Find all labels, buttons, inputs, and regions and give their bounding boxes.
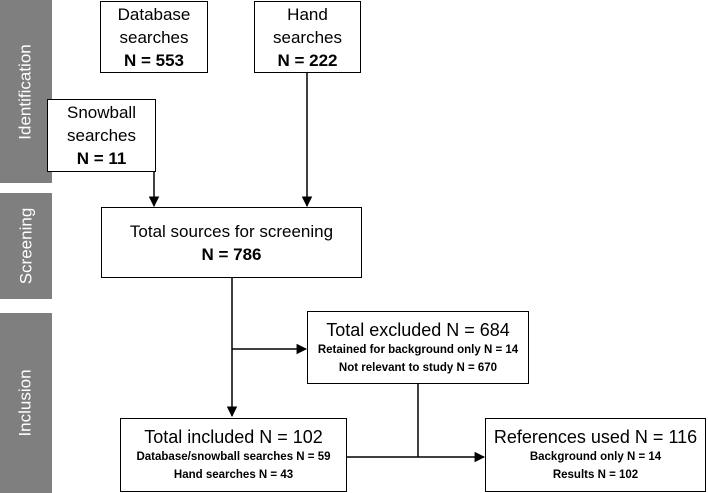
excluded-title: Total excluded N = 684 xyxy=(326,319,510,340)
box-snowball-searches: Snowball searches N = 11 xyxy=(47,99,156,172)
hand-line1: Hand xyxy=(287,4,328,24)
references-line1: Background only N = 14 xyxy=(529,451,662,463)
snowball-line1: Snowball xyxy=(67,103,136,122)
database-line1: Database xyxy=(117,4,191,24)
included-title: Total included N = 102 xyxy=(144,427,323,447)
box-total-excluded: Total excluded N = 684 Retained for back… xyxy=(307,311,529,384)
phase-inclusion: Inclusion xyxy=(0,313,52,493)
excluded-line2: Not relevant to study N = 670 xyxy=(338,361,498,374)
screening-title: Total sources for screening xyxy=(129,221,334,241)
hand-line2: searches xyxy=(273,27,342,47)
references-line2: Results N = 102 xyxy=(552,469,639,481)
references-title: References used N = 116 xyxy=(493,427,698,447)
database-line2: searches xyxy=(119,27,189,47)
phase-identification: Identification xyxy=(0,0,52,183)
phase-screening: Screening xyxy=(0,193,52,299)
box-references-used: References used N = 116 Background only … xyxy=(485,418,706,492)
included-line1: Database/snowball searches N = 59 xyxy=(136,451,331,463)
screening-count: N = 786 xyxy=(201,244,262,264)
box-total-included: Total included N = 102 Database/snowball… xyxy=(120,418,347,492)
box-database-searches: Database searches N = 553 xyxy=(100,1,208,73)
box-total-screening: Total sources for screening N = 786 xyxy=(101,207,362,278)
snowball-count: N = 11 xyxy=(76,149,127,168)
excluded-line1: Retained for background only N = 14 xyxy=(317,343,519,356)
snowball-line2: searches xyxy=(67,126,136,145)
box-hand-searches: Hand searches N = 222 xyxy=(254,1,361,73)
hand-count: N = 222 xyxy=(277,50,338,70)
database-count: N = 553 xyxy=(123,50,184,70)
included-line2: Hand searches N = 43 xyxy=(173,469,294,481)
